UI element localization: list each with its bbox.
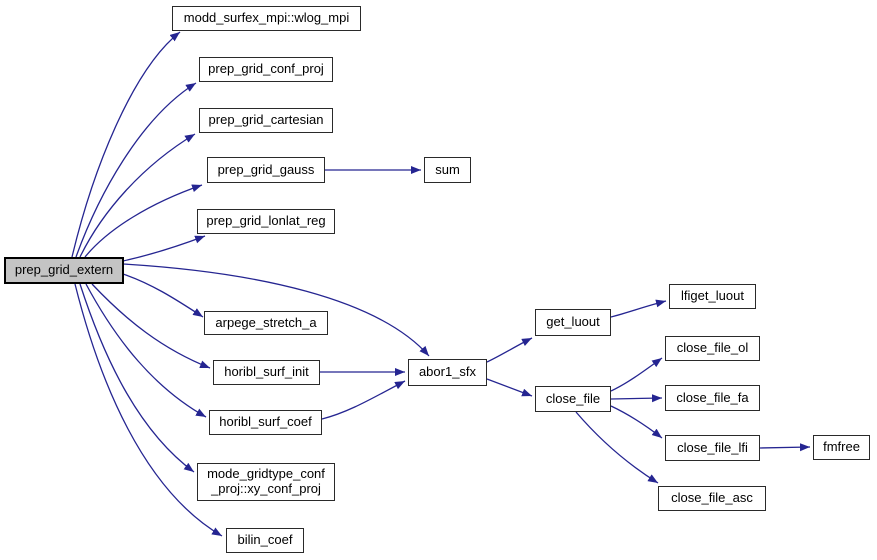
node-label: get_luout bbox=[546, 314, 600, 330]
node-label: bilin_coef bbox=[237, 532, 293, 548]
edge-prep_grid_extern-to-prep_grid_gauss bbox=[84, 184, 203, 258]
edge-close_file-to-close_file_asc bbox=[575, 411, 659, 484]
node-label: close_file_lfi bbox=[677, 439, 748, 455]
node-modd_surfex_mpi_wlog_mpi[interactable]: modd_surfex_mpi::wlog_mpi bbox=[172, 6, 361, 31]
node-label: fmfree bbox=[823, 439, 860, 455]
node-prep_grid_gauss[interactable]: prep_grid_gauss bbox=[207, 157, 325, 183]
edge-close_file-to-close_file_fa bbox=[610, 394, 663, 403]
node-label: prep_grid_extern bbox=[14, 262, 114, 278]
edge-prep_grid_extern-to-xy_conf_proj bbox=[79, 283, 195, 473]
node-label: close_file_fa bbox=[676, 389, 749, 405]
node-close_file_fa[interactable]: close_file_fa bbox=[665, 385, 760, 411]
edge-horibl_surf_coef-to-abor1_sfx bbox=[321, 380, 406, 420]
edge-prep_grid_extern-to-prep_grid_cartesian bbox=[79, 133, 196, 258]
edge-abor1_sfx-to-close_file bbox=[486, 378, 533, 397]
edge-prep_grid_extern-to-arpege_stretch_a bbox=[122, 273, 204, 318]
node-get_luout[interactable]: get_luout bbox=[535, 309, 611, 336]
node-lfiget_luout[interactable]: lfiget_luout bbox=[669, 284, 756, 309]
node-label: mode_gridtype_conf _proj::xy_conf_proj bbox=[207, 466, 325, 496]
node-fmfree[interactable]: fmfree bbox=[813, 435, 870, 460]
edge-prep_grid_extern-to-prep_grid_conf_proj bbox=[75, 82, 197, 258]
node-label: prep_grid_gauss bbox=[217, 161, 315, 177]
node-horibl_surf_init[interactable]: horibl_surf_init bbox=[213, 360, 320, 385]
node-label: close_file_asc bbox=[671, 490, 753, 506]
edge-abor1_sfx-to-get_luout bbox=[486, 337, 533, 363]
node-prep_grid_extern: prep_grid_extern bbox=[4, 257, 124, 284]
edge-close_file-to-close_file_ol bbox=[610, 357, 663, 392]
edge-prep_grid_extern-to-prep_grid_lonlat_reg bbox=[122, 235, 206, 262]
node-label: close_file_ol bbox=[676, 340, 749, 356]
edge-close_file_lfi-to-fmfree bbox=[759, 443, 811, 452]
node-label: lfiget_luout bbox=[681, 288, 744, 304]
node-sum[interactable]: sum bbox=[424, 157, 471, 183]
node-abor1_sfx[interactable]: abor1_sfx bbox=[408, 359, 487, 386]
node-prep_grid_conf_proj[interactable]: prep_grid_conf_proj bbox=[199, 57, 333, 82]
edge-prep_grid_extern-to-abor1_sfx bbox=[122, 263, 430, 357]
node-horibl_surf_coef[interactable]: horibl_surf_coef bbox=[209, 410, 322, 435]
node-label: prep_grid_conf_proj bbox=[208, 61, 324, 77]
node-close_file_asc[interactable]: close_file_asc bbox=[658, 486, 766, 511]
node-close_file[interactable]: close_file bbox=[535, 386, 611, 412]
edge-prep_grid_extern-to-horibl_surf_init bbox=[91, 283, 211, 369]
node-label: arpege_stretch_a bbox=[215, 314, 317, 330]
edge-close_file-to-close_file_lfi bbox=[610, 405, 663, 439]
node-prep_grid_lonlat_reg[interactable]: prep_grid_lonlat_reg bbox=[197, 209, 335, 234]
node-close_file_lfi[interactable]: close_file_lfi bbox=[665, 435, 760, 461]
node-label: close_file bbox=[545, 390, 601, 406]
node-label: horibl_surf_init bbox=[224, 364, 309, 380]
node-label: horibl_surf_coef bbox=[219, 414, 312, 430]
node-label: prep_grid_lonlat_reg bbox=[206, 213, 326, 229]
node-label: abor1_sfx bbox=[418, 364, 477, 380]
edge-prep_grid_extern-to-horibl_surf_coef bbox=[85, 283, 207, 418]
node-label: prep_grid_cartesian bbox=[208, 112, 324, 128]
node-label: sum bbox=[435, 161, 460, 177]
node-arpege_stretch_a[interactable]: arpege_stretch_a bbox=[204, 311, 328, 335]
node-close_file_ol[interactable]: close_file_ol bbox=[665, 336, 760, 361]
edge-prep_grid_extern-to-modd_surfex_mpi_wlog_mpi bbox=[71, 31, 181, 258]
edge-get_luout-to-lfiget_luout bbox=[610, 299, 667, 318]
node-prep_grid_cartesian[interactable]: prep_grid_cartesian bbox=[199, 108, 333, 133]
node-label: modd_surfex_mpi::wlog_mpi bbox=[183, 10, 350, 26]
node-bilin_coef[interactable]: bilin_coef bbox=[226, 528, 304, 553]
node-xy_conf_proj[interactable]: mode_gridtype_conf _proj::xy_conf_proj bbox=[197, 463, 335, 501]
edge-prep_grid_extern-to-bilin_coef bbox=[74, 283, 223, 537]
